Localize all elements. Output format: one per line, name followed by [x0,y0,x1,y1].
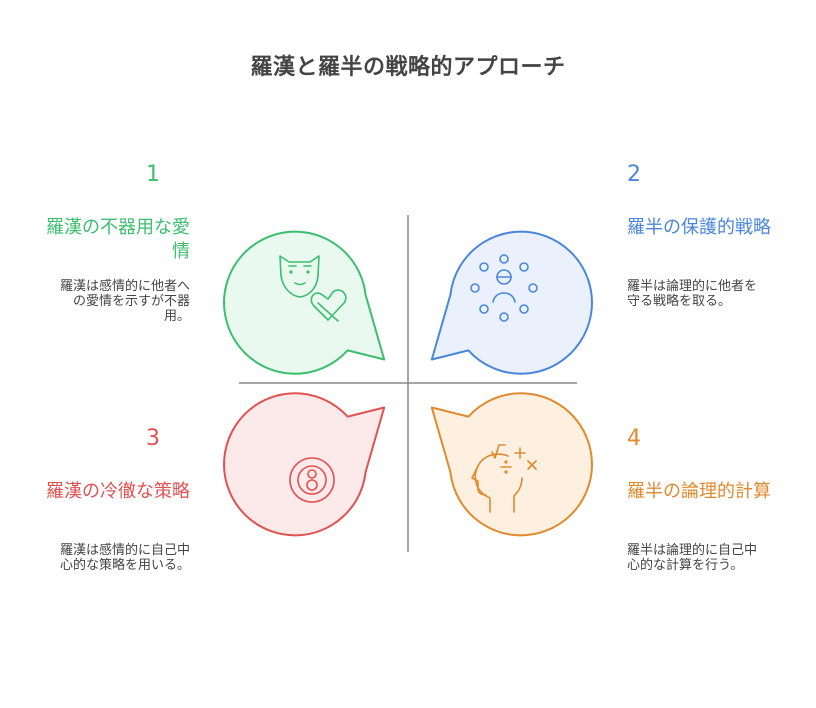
head-math-icon [471,444,537,513]
theater-mask-heart-icon [279,255,347,322]
quadrant-3-number: 3 [146,426,160,451]
eight-ball-icon [289,457,335,503]
person-protected-icon [470,254,538,322]
quadrant-4-heading: 羅半の論理的計算 [627,481,771,502]
quadrant-2-number: 2 [627,162,641,187]
quadrant-1-number: 1 [146,162,160,187]
quadrant-2-bubble [430,230,593,375]
quadrant-1-heading: 羅漢の不器用な愛情 [46,217,190,262]
quadrant-1-description: 羅漢は感情的に他者への愛情を示すが不器用。 [59,279,190,324]
quadrant-2-description: 羅半は論理的に他者を守る戦略を取る。 [627,279,758,309]
quadrant-3-heading: 羅漢の冷徹な策略 [46,481,190,502]
quadrant-2-heading: 羅半の保護的戦略 [627,217,771,238]
quadrant-3-description: 羅漢は感情的に自己中心的な策略を用いる。 [59,543,190,573]
page-title: 羅漢と羅半の戦略的アプローチ [250,55,566,80]
quadrant-4-number: 4 [627,426,641,451]
quadrant-3-bubble [223,392,386,537]
quadrant-4-description: 羅半は論理的に自己中心的な計算を行う。 [627,543,758,573]
quadrant-1-bubble [223,230,386,375]
quadrant-4-bubble [430,392,593,537]
